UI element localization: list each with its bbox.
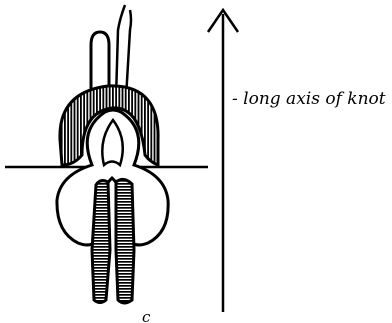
free-strand-inner <box>126 10 131 98</box>
right-tail <box>116 179 134 303</box>
free-strand <box>116 5 125 98</box>
left-tail <box>92 181 110 303</box>
axis-annotation: - long axis of knot <box>232 89 386 109</box>
end-label: c <box>142 308 151 323</box>
